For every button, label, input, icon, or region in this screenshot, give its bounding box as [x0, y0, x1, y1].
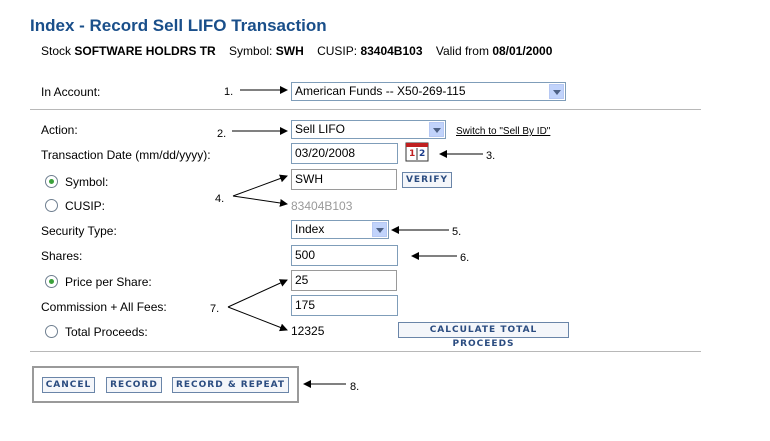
callout-4-arrow-up: [232, 174, 288, 197]
chevron-down-icon[interactable]: [372, 222, 387, 237]
commission-label: Commission + All Fees:: [41, 300, 167, 314]
total-proceeds-radio[interactable]: [45, 325, 58, 338]
cusip-value: 83404B103: [360, 44, 423, 58]
stock-label: Stock: [41, 44, 72, 58]
callout-4-arrow-down: [232, 195, 288, 207]
symbol-radio-label: Symbol:: [65, 175, 109, 189]
total-proceeds-label: Total Proceeds:: [65, 325, 148, 339]
account-select[interactable]: American Funds -- X50-269-115: [291, 82, 566, 101]
callout-6: 6.: [460, 252, 470, 264]
action-label: Action:: [41, 123, 78, 137]
callout-7-arrow-down: [227, 306, 288, 332]
chevron-down-icon[interactable]: [429, 122, 444, 137]
shares-label: Shares:: [41, 249, 83, 263]
price-per-share-input[interactable]: 25: [291, 270, 397, 291]
calculate-total-proceeds-button[interactable]: CALCULATE TOTAL PROCEEDS: [398, 322, 569, 349]
switch-sell-by-id-link[interactable]: Switch to "Sell By ID": [456, 126, 551, 137]
stock-info: Stock SOFTWARE HOLDRS TR Symbol: SWH CUS…: [41, 44, 552, 58]
record-button[interactable]: RECORD: [106, 377, 162, 393]
svg-text:1: 1: [409, 149, 415, 159]
commission-input[interactable]: 175: [291, 295, 398, 316]
callout-3: 3.: [486, 150, 496, 162]
security-type-select[interactable]: Index: [291, 220, 389, 239]
security-type-label: Security Type:: [41, 224, 117, 238]
cusip-radio[interactable]: [45, 199, 58, 212]
verify-button[interactable]: VERIFY: [402, 172, 452, 188]
action-select[interactable]: Sell LIFO: [291, 120, 446, 139]
callout-1: 1.: [224, 86, 234, 98]
chevron-down-icon[interactable]: [549, 84, 564, 99]
symbol-input[interactable]: SWH: [291, 169, 397, 190]
stock-name: SOFTWARE HOLDRS TR: [74, 44, 216, 58]
divider: [30, 351, 701, 352]
callout-5: 5.: [452, 226, 462, 238]
action-value: Sell LIFO: [295, 122, 346, 136]
cusip-radio-label: CUSIP:: [65, 199, 106, 213]
symbol-radio[interactable]: [45, 175, 58, 188]
valid-label: Valid from: [435, 44, 489, 58]
account-value: American Funds -- X50-269-115: [295, 84, 466, 98]
account-label: In Account:: [41, 85, 101, 99]
symbol-value: SWH: [275, 44, 304, 58]
cusip-field[interactable]: 83404B103: [291, 199, 353, 213]
callout-7-arrow-up: [227, 279, 288, 308]
valid-value: 08/01/2000: [492, 44, 553, 58]
price-per-share-label: Price per Share:: [65, 275, 152, 289]
action-button-group: [32, 366, 299, 403]
symbol-label: Symbol:: [229, 44, 273, 58]
cusip-label: CUSIP:: [317, 44, 358, 58]
calendar-icon[interactable]: 1 2: [405, 142, 429, 162]
page-title: Index - Record Sell LIFO Transaction: [30, 16, 327, 35]
divider: [30, 109, 701, 110]
cancel-button[interactable]: CANCEL: [42, 377, 95, 393]
callout-8: 8.: [350, 381, 360, 393]
callout-2: 2.: [217, 128, 227, 140]
callout-4: 4.: [215, 193, 225, 205]
shares-input[interactable]: 500: [291, 245, 398, 266]
record-and-repeat-button[interactable]: RECORD & REPEAT: [172, 377, 289, 393]
total-proceeds-value: 12325: [291, 324, 325, 338]
security-type-value: Index: [295, 222, 325, 236]
date-label: Transaction Date (mm/dd/yyyy):: [41, 148, 211, 162]
price-per-share-radio[interactable]: [45, 275, 58, 288]
svg-text:2: 2: [419, 149, 425, 159]
transaction-date-input[interactable]: 03/20/2008: [291, 143, 398, 164]
callout-7: 7.: [210, 303, 220, 315]
